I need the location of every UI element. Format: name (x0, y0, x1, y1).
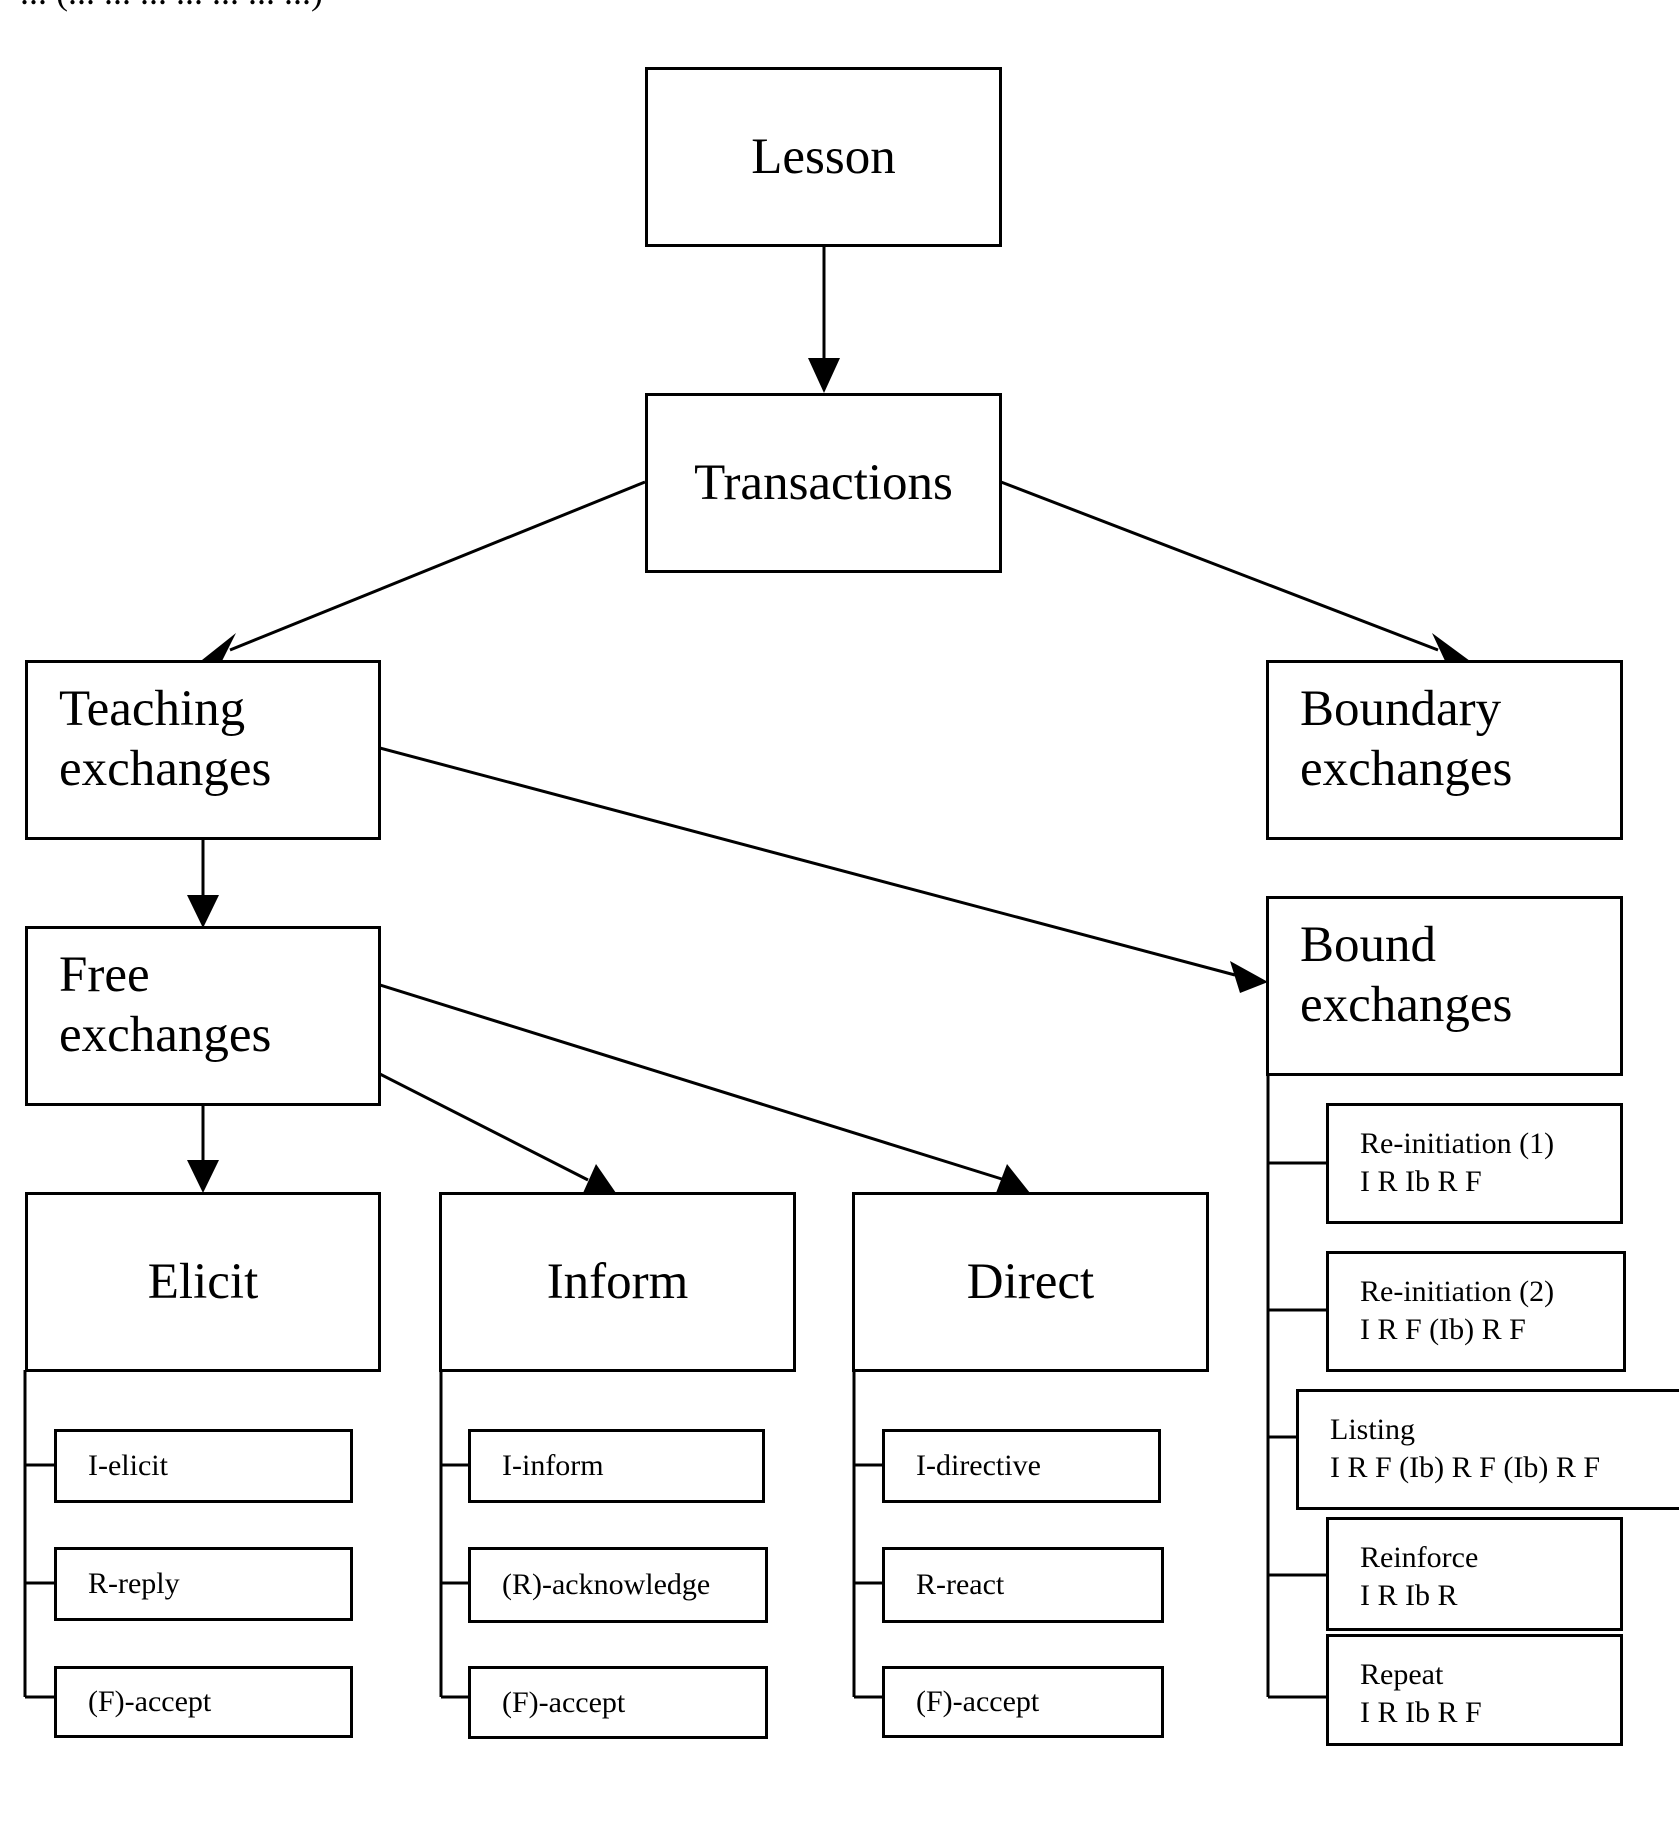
inform-item-r-acknowledge: (R)-acknowledge (468, 1547, 768, 1623)
arrowhead-bound (1230, 961, 1268, 993)
arrowhead-free (187, 895, 219, 928)
transactions-label: Transactions (694, 455, 953, 511)
lesson-box: Lesson (645, 67, 1002, 247)
arrow-free-inform (379, 1072, 589, 1182)
direct-item-f-accept: (F)-accept (882, 1666, 1164, 1738)
arrowhead-transactions (808, 358, 840, 393)
inform-bracket (439, 1370, 469, 1699)
inform-item-i-inform: I-inform (468, 1429, 765, 1503)
lesson-label: Lesson (751, 129, 896, 185)
arrow-teaching-bound (379, 746, 1236, 977)
elicit-label: Elicit (147, 1254, 259, 1310)
direct-item-i-directive: I-directive (882, 1429, 1161, 1503)
bound-exchanges-label: Bound exchanges (1300, 917, 1513, 1033)
bound-item-reinitiation-1: Re-initiation (1) I R Ib R F (1326, 1103, 1623, 1224)
elicit-bracket (23, 1370, 55, 1699)
direct-box: Direct (852, 1192, 1209, 1372)
elicit-box: Elicit (25, 1192, 381, 1372)
arrowhead-elicit (187, 1160, 219, 1193)
arrowhead-boundary (1432, 633, 1470, 663)
arrow-transactions-boundary (1000, 480, 1439, 652)
bound-item-repeat: Repeat I R Ib R F (1326, 1634, 1623, 1746)
inform-label: Inform (546, 1254, 689, 1310)
bound-bracket (1266, 1074, 1327, 1699)
arrowhead-inform (583, 1164, 616, 1193)
transactions-box: Transactions (645, 393, 1002, 573)
free-exchanges-box: Free exchanges (25, 926, 381, 1106)
direct-bracket (852, 1370, 883, 1699)
free-exchanges-label: Free exchanges (59, 947, 272, 1063)
teaching-exchanges-box: Teaching exchanges (25, 660, 381, 840)
boundary-exchanges-label: Boundary exchanges (1300, 681, 1513, 797)
arrowhead-direct (996, 1164, 1030, 1193)
arrow-transactions-teaching (229, 480, 646, 652)
teaching-exchanges-label: Teaching exchanges (59, 681, 272, 797)
direct-item-r-react: R-react (882, 1547, 1164, 1623)
arrow-free-direct (379, 983, 1006, 1182)
inform-item-f-accept: (F)-accept (468, 1666, 768, 1739)
bound-exchanges-box: Bound exchanges (1266, 896, 1623, 1076)
direct-label: Direct (966, 1254, 1095, 1310)
elicit-item-r-reply: R-reply (54, 1547, 353, 1621)
bound-item-listing: Listing I R F (Ib) R F (Ib) R F (1296, 1389, 1679, 1510)
elicit-item-i-elicit: I-elicit (54, 1429, 353, 1503)
bound-item-reinforce: Reinforce I R Ib R (1326, 1517, 1623, 1631)
boundary-exchanges-box: Boundary exchanges (1266, 660, 1623, 840)
cropped-header-text: ... (... ... ... ... ... ... ...) (0, 0, 1040, 14)
arrowhead-teaching (202, 633, 236, 663)
bound-item-reinitiation-2: Re-initiation (2) I R F (Ib) R F (1326, 1251, 1626, 1372)
inform-box: Inform (439, 1192, 796, 1372)
elicit-item-f-accept: (F)-accept (54, 1666, 353, 1738)
